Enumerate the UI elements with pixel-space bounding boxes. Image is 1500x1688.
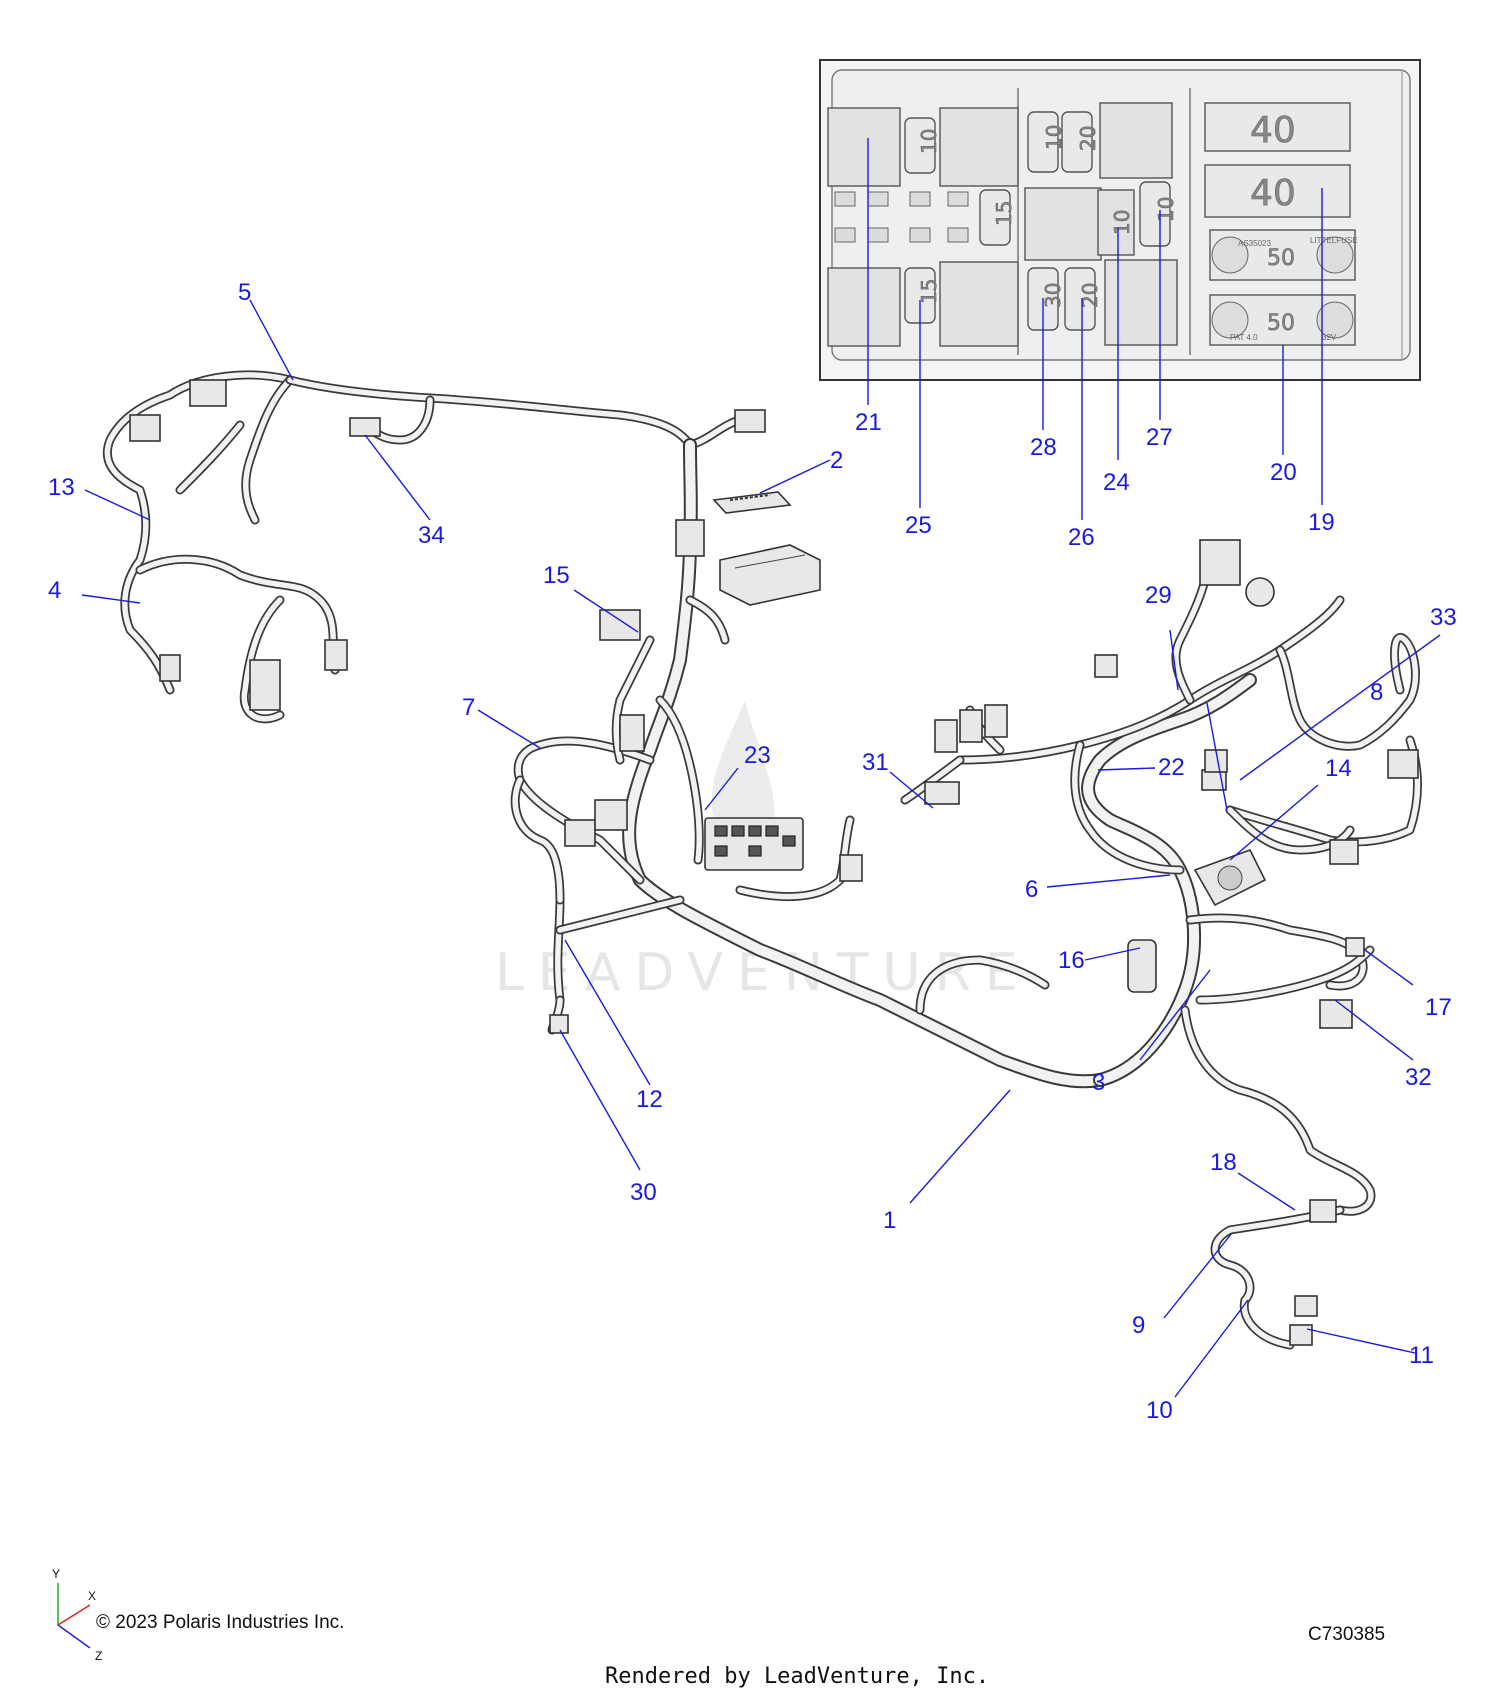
callout-6: 6 — [1025, 876, 1038, 903]
svg-text:20: 20 — [1076, 126, 1100, 151]
mini-fuse-15-a: 15 — [904, 267, 941, 324]
callout-32: 32 — [1405, 1064, 1432, 1091]
svg-text:15: 15 — [992, 201, 1016, 226]
callout-34: 34 — [418, 522, 445, 549]
copyright-notice: © 2023 Polaris Industries Inc. — [96, 1612, 344, 1633]
callout-31: 31 — [862, 749, 889, 776]
svg-text:40: 40 — [1250, 173, 1296, 214]
callout-27: 27 — [1146, 424, 1173, 451]
svg-text:50: 50 — [1267, 246, 1295, 271]
callout-20: 20 — [1270, 459, 1297, 486]
drawing-number: C730385 — [1308, 1624, 1385, 1645]
callout-25: 25 — [905, 512, 932, 539]
fuse-box-inset: 10 15 15 10 20 10 — [819, 59, 1421, 381]
connector-parts — [129, 379, 1419, 1346]
callout-9: 9 — [1132, 1312, 1145, 1339]
relay-terminal-grid — [834, 191, 969, 243]
maxi-fuse-40-a: 40 — [1204, 102, 1351, 152]
maxi-fuse-40-b: 40 — [1204, 164, 1351, 218]
callout-7: 7 — [462, 694, 475, 721]
svg-text:32V: 32V — [1322, 333, 1337, 342]
svg-text:40: 40 — [1250, 110, 1296, 151]
callout-11: 11 — [1409, 1342, 1434, 1369]
callout-23: 23 — [744, 742, 771, 769]
axis-triad-icon: Y X Z — [52, 1567, 102, 1663]
callout-12: 12 — [636, 1086, 663, 1113]
mini-fuse-15-b: 15 — [979, 189, 1016, 246]
callout-14: 14 — [1325, 755, 1352, 782]
callout-30: 30 — [630, 1179, 657, 1206]
callout-3: 3 — [1092, 1069, 1105, 1096]
svg-text:50: 50 — [1267, 311, 1295, 336]
rendered-by-credit: Rendered by LeadVenture, Inc. — [605, 1664, 989, 1688]
callout-15: 15 — [543, 562, 570, 589]
callout-24: 24 — [1103, 469, 1130, 496]
callout-16: 16 — [1058, 947, 1085, 974]
svg-text:10: 10 — [1154, 197, 1178, 222]
relay-panel-part — [704, 817, 804, 871]
bolt-fuse-50-a: 50 AS35023 LITTELFUSE — [1209, 229, 1358, 281]
axis-label-y: Y — [52, 1567, 60, 1581]
callout-19: 19 — [1308, 509, 1335, 536]
callout-5: 5 — [238, 279, 251, 306]
mini-fuse-10-c: 10 — [1097, 189, 1135, 256]
callout-13: 13 — [48, 474, 75, 501]
callout-4: 4 — [48, 577, 61, 604]
axis-label-z: Z — [95, 1649, 102, 1663]
svg-text:10: 10 — [917, 129, 941, 154]
svg-text:10: 10 — [1110, 210, 1134, 235]
callout-2: 2 — [830, 447, 843, 474]
callout-8: 8 — [1370, 679, 1383, 706]
svg-text:PAT 4.0: PAT 4.0 — [1230, 333, 1258, 342]
grommet-part — [1193, 849, 1267, 907]
callout-21: 21 — [855, 409, 882, 436]
svg-text:AS35023: AS35023 — [1238, 239, 1271, 248]
callout-28: 28 — [1030, 434, 1057, 461]
mini-fuse-10-d: 10 — [1139, 181, 1178, 247]
mini-fuse-20-a: 20 — [1061, 111, 1100, 173]
callout-leaders — [81, 138, 1441, 1398]
mini-fuse-10-b: 10 — [1027, 111, 1066, 173]
svg-text:15: 15 — [917, 279, 941, 304]
axis-label-x: X — [88, 1589, 96, 1603]
callout-33: 33 — [1430, 604, 1457, 631]
svg-text:LITTELFUSE: LITTELFUSE — [1310, 236, 1358, 245]
callout-10: 10 — [1146, 1397, 1173, 1424]
callout-17: 17 — [1425, 994, 1452, 1021]
fuse-relay-box-part — [719, 544, 821, 606]
callout-26: 26 — [1068, 524, 1095, 551]
mini-fuse-10-a: 10 — [904, 117, 941, 174]
callout-labels: 1 2 3 4 5 6 7 8 9 10 11 12 13 14 15 16 1… — [48, 279, 1457, 1424]
callout-22: 22 — [1158, 754, 1185, 781]
fuse-box-label-part — [712, 491, 792, 514]
callout-29: 29 — [1145, 582, 1172, 609]
callout-18: 18 — [1210, 1149, 1237, 1176]
svg-text:30: 30 — [1041, 283, 1065, 308]
callout-1: 1 — [883, 1207, 896, 1234]
bolt-fuse-50-b: 50 PAT 4.0 32V — [1209, 294, 1356, 346]
